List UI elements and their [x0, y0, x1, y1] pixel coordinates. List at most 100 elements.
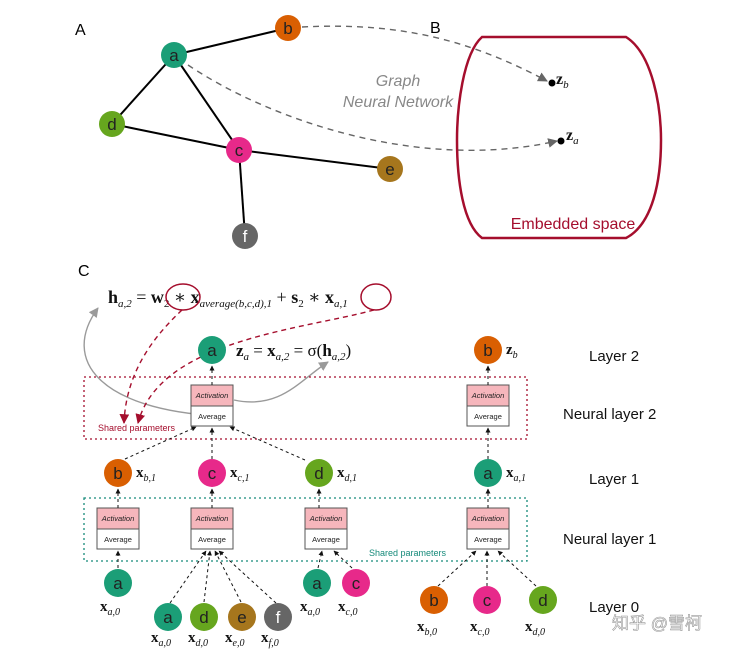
average-label: Average: [104, 535, 132, 544]
embedding-point-b: zb: [548, 71, 569, 91]
tree-node-letter: a: [163, 608, 173, 627]
tree-node-label: xd,1: [337, 465, 357, 484]
graph-node-label: f: [243, 227, 248, 246]
tree-node-layer1-b: b xb,1: [104, 459, 156, 487]
embedding-point-a: za: [557, 127, 579, 147]
tree-node-layer0-a-under-c: a xa,0: [151, 603, 182, 649]
input-graph: a b c d e f: [99, 15, 403, 249]
message-arrow: [437, 550, 477, 587]
graph-node-e: e: [377, 156, 403, 182]
watermark-text: 知乎 @雪柯: [612, 614, 702, 633]
layer-label-neural1: Neural layer 1: [563, 531, 656, 548]
aggregation-block-b1: Activation Average: [96, 507, 140, 550]
neural-layer-2-region: [83, 376, 528, 440]
average-label: Average: [474, 535, 502, 544]
tree-node-label: xa,1: [506, 465, 526, 484]
tree-node-letter: b: [483, 341, 492, 360]
tree-node-layer0-c-under-d: c xc,0: [338, 569, 370, 618]
weight-circle-s2: [360, 283, 392, 311]
tree-node-letter: a: [312, 574, 322, 593]
graph-node-a: a: [161, 42, 187, 68]
tree-node-layer0-a-under-b: a xa,0: [100, 569, 132, 618]
tree-node-label: xa,0: [300, 599, 320, 618]
tree-node-letter: e: [237, 608, 246, 627]
activation-label: Activation: [195, 514, 229, 523]
tree-node-letter: b: [429, 591, 438, 610]
tree-node-layer0-b-under-a: b xb,0: [417, 586, 448, 638]
tree-node-letter: a: [483, 464, 493, 483]
embedding-symbol: z: [556, 71, 563, 88]
graph-edge: [111, 54, 175, 125]
tree-node-letter: d: [538, 591, 547, 610]
message-arrow: [317, 550, 324, 569]
tree-node-layer0-a-under-d: a xa,0: [300, 569, 331, 618]
message-arrow: [203, 550, 212, 603]
message-arrow: [497, 550, 537, 587]
tree-node-layer0-f-under-c: f xf,0: [261, 603, 292, 649]
graph-node-label: e: [385, 160, 394, 179]
graph-node-f: f: [232, 223, 258, 249]
tree-node-label: xd,0: [525, 619, 545, 638]
layer-label-layer0: Layer 0: [589, 599, 639, 616]
output-curve-right: [233, 361, 329, 403]
average-label: Average: [198, 535, 226, 544]
layer-label-layer1: Layer 1: [589, 471, 639, 488]
average-label: Average: [312, 535, 340, 544]
graph-node-label: a: [169, 46, 179, 65]
activation-label: Activation: [101, 514, 135, 523]
activation-label: Activation: [195, 391, 229, 400]
activation-label: Activation: [471, 514, 505, 523]
tree-node-layer0-d-under-c: d xd,0: [188, 603, 218, 649]
tree-node-layer1-c: c xc,1: [198, 459, 249, 487]
message-arrow: [333, 550, 353, 569]
activation-label: Activation: [309, 514, 343, 523]
tree-node-letter: d: [314, 464, 323, 483]
tree-node-label: xc,1: [230, 465, 249, 484]
tree-node-layer0-d-under-a: d xd,0: [525, 586, 557, 638]
message-arrow: [124, 426, 197, 460]
layer-label-neural2: Neural layer 2: [563, 406, 656, 423]
tree-node-letter: c: [208, 464, 217, 483]
embedding-subscript: a: [573, 135, 579, 147]
message-arrow: [169, 550, 207, 604]
gnn-mapping-arrow-b: [301, 25, 548, 82]
formula-layer2: za = xa,2 = σ(ha,2): [236, 341, 351, 363]
tree-node-label: zb: [506, 342, 518, 361]
gnn-mapping-arrow-a: [187, 64, 558, 151]
embedded-space-label: Embedded space: [511, 216, 636, 233]
tree-node-label: xc,0: [338, 599, 357, 618]
aggregation-block-b2: Activation Average: [466, 384, 510, 427]
panel-label-b: B: [430, 20, 441, 37]
layer-label-layer2: Layer 2: [589, 348, 639, 365]
tree-node-letter: b: [113, 464, 122, 483]
tree-node-letter: d: [199, 608, 208, 627]
tree-node-layer0-c-under-a: c xc,0: [470, 586, 501, 638]
graph-edge: [238, 149, 391, 170]
gnn-label-line1: Graph: [376, 73, 421, 90]
gnn-label-line2: Neural Network: [343, 94, 454, 111]
graph-node-label: b: [283, 19, 292, 38]
tree-node-label: xe,0: [225, 630, 244, 649]
graph-node-d: d: [99, 111, 125, 137]
tree-node-layer1-d: d xd,1: [305, 459, 357, 487]
tree-node-label: xf,0: [261, 630, 279, 649]
graph-edge: [173, 54, 240, 151]
aggregation-block-c1: Activation Average: [190, 507, 234, 550]
tree-node-layer2-b: b zb: [474, 336, 518, 364]
tree-node-layer2-a: a: [198, 336, 226, 364]
average-label: Average: [198, 412, 226, 421]
tree-node-label: xa,0: [151, 630, 171, 649]
shared-param-arrow-w2: [119, 309, 183, 424]
tree-node-label: xa,0: [100, 599, 120, 618]
embedding-subscript: b: [563, 79, 569, 91]
tree-node-letter: c: [352, 574, 361, 593]
tree-node-letter: f: [276, 608, 281, 627]
graph-node-b: b: [275, 15, 301, 41]
panel-label-a: A: [75, 22, 86, 39]
formula-top: ha,2 = w2 ∗ xaverage(b,c,d),1 + s2 ∗ xa,…: [108, 287, 348, 310]
shared-param-arrow-s2: [135, 309, 375, 424]
svg-text:zb: zb: [556, 71, 569, 91]
shared-parameters-label-2: Shared parameters: [98, 423, 176, 433]
